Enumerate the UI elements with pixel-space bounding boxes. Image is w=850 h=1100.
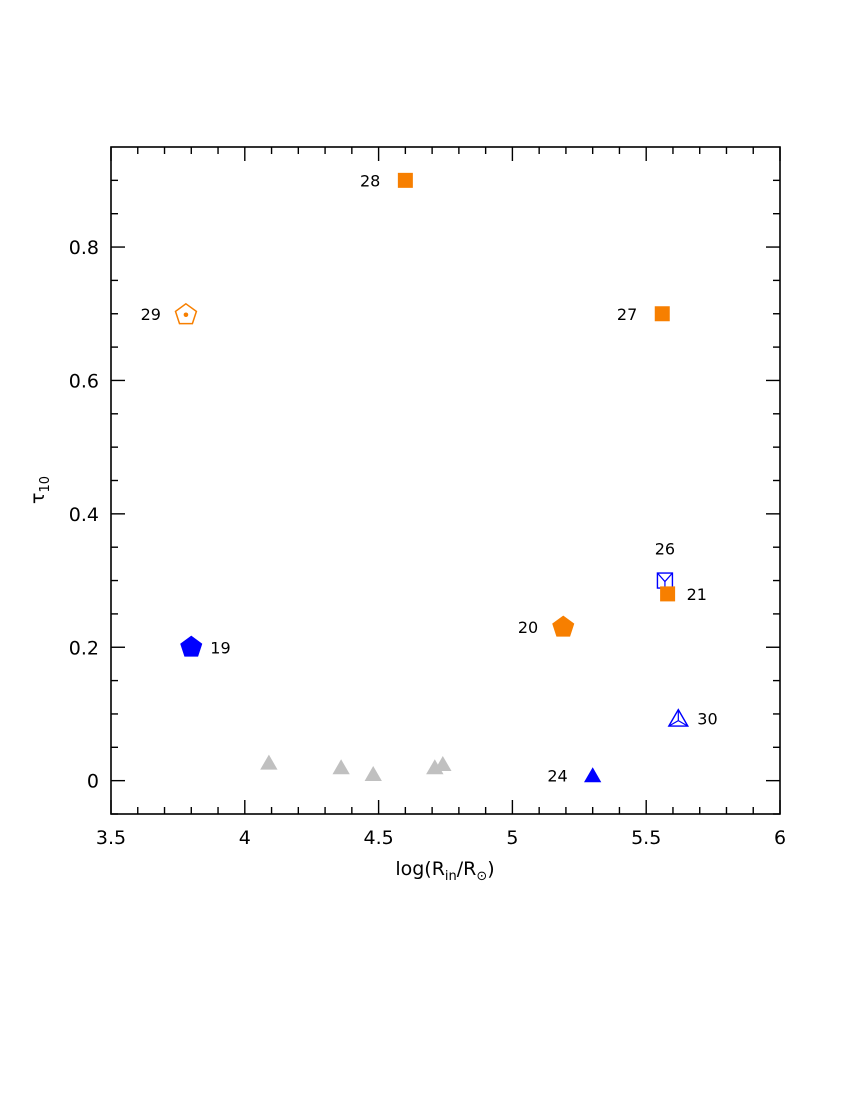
y-tick-label: 0.2 xyxy=(69,637,99,659)
x-tick-label: 5 xyxy=(506,827,518,849)
data-point-26 xyxy=(656,572,674,589)
y-tick-label: 0 xyxy=(87,771,99,793)
point-label-21: 21 xyxy=(687,585,707,604)
y-tick-label: 0.4 xyxy=(69,504,99,526)
point-label-20: 20 xyxy=(518,618,538,637)
data-point-28 xyxy=(397,172,413,188)
data-point-30 xyxy=(667,708,690,727)
y-tick-label: 0.8 xyxy=(69,237,99,259)
data-point-21 xyxy=(660,586,676,602)
axis-tick-labels: 3.5 4 4.5 5 5.5 6 0 0.2 0.4 0.6 0.8 xyxy=(69,237,786,849)
point-label-27: 27 xyxy=(617,305,637,324)
plot-frame xyxy=(110,146,781,815)
data-point-24 xyxy=(584,767,602,783)
x-axis-label: log(Rin/R⊙) xyxy=(395,858,494,884)
point-label-30: 30 xyxy=(697,710,717,729)
data-markers xyxy=(174,172,690,783)
point-label-28: 28 xyxy=(360,171,380,190)
x-tick-label: 3.5 xyxy=(96,827,126,849)
point-label-19: 19 xyxy=(210,638,230,657)
data-point xyxy=(260,754,278,770)
data-point xyxy=(434,756,452,771)
y-axis-label: τ10 xyxy=(27,476,53,504)
data-point-19 xyxy=(180,635,203,657)
point-label-24: 24 xyxy=(547,766,567,785)
axis-ticks xyxy=(110,147,781,815)
point-label-26: 26 xyxy=(655,540,675,559)
data-point xyxy=(364,766,382,781)
x-tick-label: 4 xyxy=(239,827,251,849)
data-point xyxy=(332,759,350,775)
data-point-20 xyxy=(552,615,575,637)
x-tick-label: 4.5 xyxy=(363,827,393,849)
data-point-29 xyxy=(174,302,198,325)
x-tick-label: 5.5 xyxy=(631,827,661,849)
point-label-29: 29 xyxy=(141,305,161,324)
data-point-27 xyxy=(654,306,670,322)
x-tick-label: 6 xyxy=(774,827,786,849)
y-tick-label: 0.6 xyxy=(69,370,99,392)
point-labels: 28 29 27 26 21 20 19 30 24 xyxy=(141,171,718,785)
